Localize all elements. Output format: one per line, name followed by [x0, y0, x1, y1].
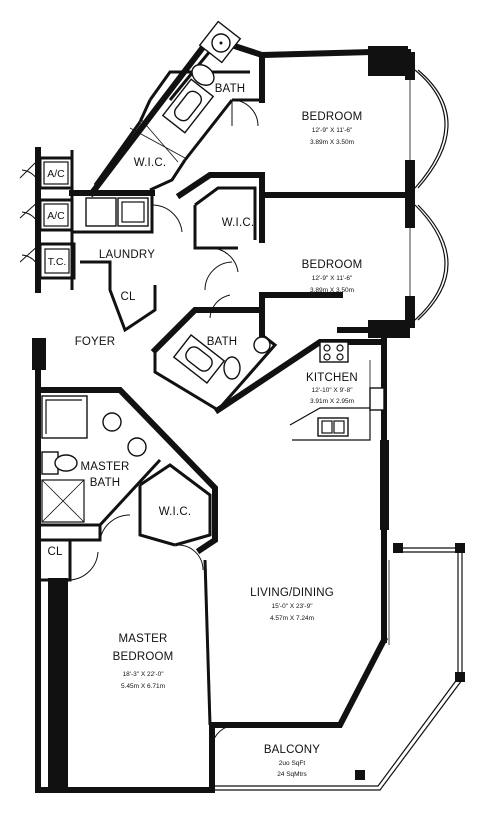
master-bedroom-label-line2: BEDROOM [113, 651, 174, 663]
laundry-walls [69, 190, 183, 333]
kitchen-label: KITCHEN [306, 372, 358, 384]
mid-wic-walls [175, 172, 265, 291]
cl-laundry-label: CL [120, 291, 136, 303]
bedroom-mid-dim-imperial: 12'-9" X 11'-6" [312, 275, 353, 282]
bath-mid-label: BATH [207, 336, 238, 348]
master-bath-walls [35, 387, 218, 555]
bedroom-mid-dim-metric: 3.89m X 3.50m [310, 287, 354, 294]
master-bedroom-dim-imperial: 18'-3" X 22'-0" [122, 671, 164, 678]
master-bedroom-label-line1: MASTER [118, 633, 167, 645]
tc-label: T.C. [48, 256, 67, 268]
top-bath-walls [93, 44, 262, 192]
ac-2-label: A/C [47, 210, 65, 222]
bath-top-label: BATH [215, 83, 246, 95]
wic-top-label: W.I.C. [134, 157, 167, 169]
top-bath-fixtures [129, 20, 259, 163]
balcony-area-imperial: 2uo SqFt [279, 760, 306, 767]
cl-master-label: CL [47, 546, 63, 558]
ac-1-label: A/C [47, 168, 65, 180]
kitchen-dim-metric: 3.91m X 2.95m [310, 398, 354, 405]
exterior-walls [32, 34, 449, 793]
wic-master-label: W.I.C. [159, 506, 192, 518]
living-dining-dim-metric: 4.57m X 7.24m [270, 615, 314, 622]
master-bath-label-line1: MASTER [80, 461, 129, 473]
balcony-railing [211, 543, 465, 791]
balcony-label: BALCONY [264, 744, 320, 756]
bedroom-mid-label: BEDROOM [302, 259, 363, 271]
master-bedroom-dim-metric: 5.45m X 6.71m [121, 683, 165, 690]
balcony-area-metric: 24 SqMtrs [277, 771, 307, 778]
mechanical-closets [19, 147, 76, 293]
bedroom-top-dim-metric: 3.89m X 3.50m [310, 139, 354, 146]
master-bath-label-line2: BATH [90, 477, 121, 489]
kitchen-dim-imperial: 12'-10" X 9'-8" [311, 387, 353, 394]
laundry-label: LAUNDRY [99, 249, 155, 261]
bedroom-top-label: BEDROOM [302, 111, 363, 123]
mid-bath-walls [150, 294, 278, 412]
wic-mid-label: W.I.C. [222, 217, 255, 229]
master-closet-walls [36, 538, 212, 726]
kitchen-walls [213, 339, 387, 441]
room-labels: BATH BEDROOM 12'-9" X 11'-6" 3.89m X 3.5… [47, 83, 362, 778]
bedroom-top-dim-imperial: 12'-9" X 11'-6" [312, 127, 353, 134]
living-dining-label: LIVING/DINING [250, 587, 334, 599]
living-dining-dim-imperial: 15'-0" X 23'-9" [271, 603, 313, 610]
foyer-label: FOYER [75, 336, 116, 348]
master-wic-walls [138, 463, 212, 571]
